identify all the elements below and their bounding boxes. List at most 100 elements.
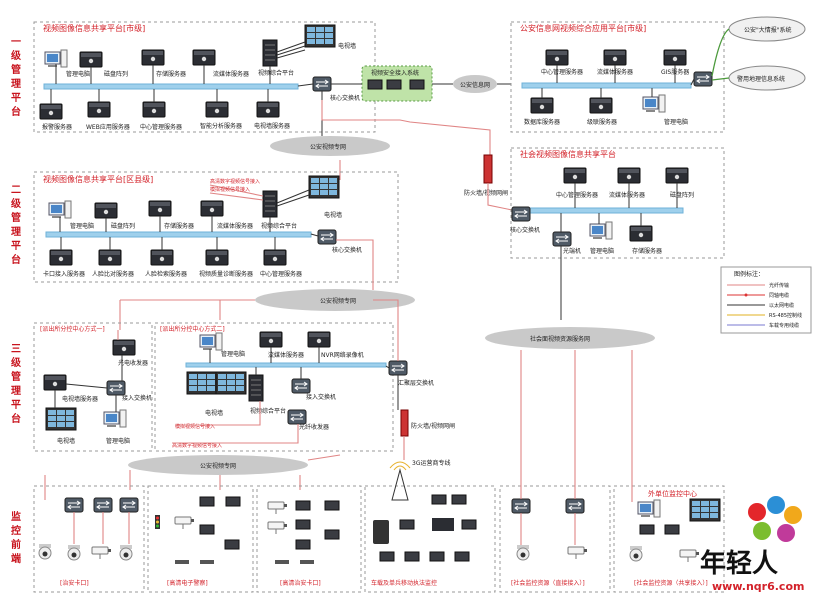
m2-nvr-icon (307, 331, 331, 348)
l2-wall-icon (308, 175, 340, 199)
l1-web-icon (87, 101, 111, 118)
p-center-icon (545, 49, 569, 66)
police-net-mid-label: 公安视频专网 (320, 297, 356, 305)
level3-label: 三级 管理 平台 (10, 343, 24, 425)
security-device-icon (386, 79, 402, 90)
front-device-icon (199, 496, 215, 507)
l1-tvwall-label: 电视墙服务器 (254, 122, 290, 130)
security-access-label: 视频安全接入系统 (371, 69, 419, 77)
l1-core-label: 核心交换机 (330, 94, 360, 102)
police-net-bottom-cloud (128, 455, 308, 475)
front-device-icon (511, 498, 531, 514)
front-device-icon (295, 519, 311, 530)
m2-wall-label: 电视墙 (205, 409, 223, 417)
ext-intel-label: 公安"大情报"系统 (744, 26, 792, 34)
security-device-icon (409, 79, 425, 90)
l1-platform-icon (262, 39, 278, 67)
front-device-icon (454, 551, 470, 562)
police-net-bottom-label: 公安视频专网 (200, 462, 236, 470)
l1-platform-label: 视频综合平台 (258, 69, 294, 77)
s-core-label: 核心交换机 (510, 226, 540, 234)
m2-transceiver-label: 光纤收发器 (299, 423, 329, 431)
front-device-icon (225, 496, 241, 507)
district-title: 视频图像信息共享平台[区县级] (43, 174, 153, 184)
m2-pc-label: 管理电脑 (221, 350, 245, 358)
police-net-mid-cloud (255, 289, 415, 311)
vehicle-device-icon (432, 518, 454, 531)
p-cascade-label: 级联服务器 (587, 118, 617, 126)
front-mobile-region (364, 485, 496, 593)
l2-pc-icon (48, 200, 72, 219)
p-cascade-icon (589, 97, 613, 114)
l2-center-label: 中心管理服务器 (260, 270, 302, 278)
front-device-icon (404, 551, 420, 562)
social-share-region (510, 147, 725, 259)
s-center-label: 中心管理服务器 (556, 191, 598, 199)
front-device-icon (119, 497, 139, 513)
front-social-title: [社会监控资源（直接接入）] (511, 579, 585, 587)
l1-storage-icon (141, 49, 165, 66)
l2-core-label: 核心交换机 (332, 246, 362, 254)
l2-center-icon (263, 249, 287, 266)
dome-camera-icon (38, 543, 52, 560)
firewall2-icon (400, 409, 409, 437)
social-bus (527, 207, 684, 214)
l2-wall-label: 电视墙 (324, 211, 342, 219)
l1-center-icon (142, 101, 166, 118)
l1-core-switch-icon (312, 76, 332, 92)
m2-note2: 高清数字视频信号接入 (172, 442, 222, 449)
coil-icon (200, 560, 214, 564)
s-optical-label: 光端机 (563, 247, 581, 255)
police-app-title: 公安信息网视频综合应用平台[市级] (520, 23, 646, 33)
police-info-net-label: 公安信息网 (460, 81, 490, 89)
m1-transceiver-label: 光电收发器 (118, 359, 148, 367)
l2-storage-icon (148, 200, 172, 217)
front-traffic-title: [高清电子警察] (167, 579, 208, 587)
carrier-label: 3G运营商专线 (412, 459, 450, 467)
security-device-icon (367, 79, 383, 90)
watermark-url: www.nqr6.com (712, 580, 804, 593)
handheld-terminal-icon (373, 520, 389, 544)
m2-agg-label: 汇聚层交换机 (398, 379, 434, 387)
front-device-icon (93, 497, 113, 513)
l1-smart-label: 智能分析服务器 (200, 122, 242, 130)
city-bus (43, 83, 299, 90)
l2-quality-icon (205, 249, 229, 266)
l2-storage-label: 存储服务器 (164, 222, 194, 230)
l1-stream-icon (192, 49, 216, 66)
l2-gate-label: 卡口接入服务器 (43, 270, 85, 278)
l2-gate-icon (49, 249, 73, 266)
m2-stream-label: 流媒体服务器 (268, 351, 304, 359)
l2-stream-icon (200, 200, 224, 217)
bullet-camera-icon (174, 516, 195, 530)
s-storage-label: 存储服务器 (632, 247, 662, 255)
front-police-region (33, 485, 145, 593)
front-mobile-title: 车载及单兵移动执法监控 (371, 579, 437, 587)
m2-wall-icon (186, 371, 218, 395)
sub1-title: [派出所分控中心方式一] (40, 325, 105, 333)
bullet-camera-icon (267, 501, 288, 515)
s-center-icon (563, 167, 587, 184)
front-gate-region (256, 485, 362, 593)
front-device-icon (295, 539, 311, 550)
dome-camera-icon (67, 544, 81, 561)
front-device-icon (399, 519, 415, 530)
s-disk-icon (665, 167, 689, 184)
m2-transceiver-icon (287, 409, 307, 425)
p-pc-label: 管理电脑 (664, 118, 688, 126)
bullet-camera-icon (91, 546, 112, 560)
m1-pc-label: 管理电脑 (106, 437, 130, 445)
watermark-logo (748, 496, 802, 542)
front-traffic-region (147, 485, 254, 593)
legend-item: 同轴电缆 (769, 292, 789, 299)
dome-camera-icon (629, 545, 643, 562)
coil-icon (175, 560, 189, 564)
firewall2-label: 防火墙/视频网闸 (411, 422, 455, 430)
outside-wall-icon (689, 498, 721, 522)
coil-icon (275, 560, 289, 564)
ext-gis-label: 警用地理信息系统 (737, 75, 785, 83)
dome-camera-icon (119, 544, 133, 561)
front-device-icon (324, 500, 340, 511)
front-device-icon (199, 524, 215, 535)
